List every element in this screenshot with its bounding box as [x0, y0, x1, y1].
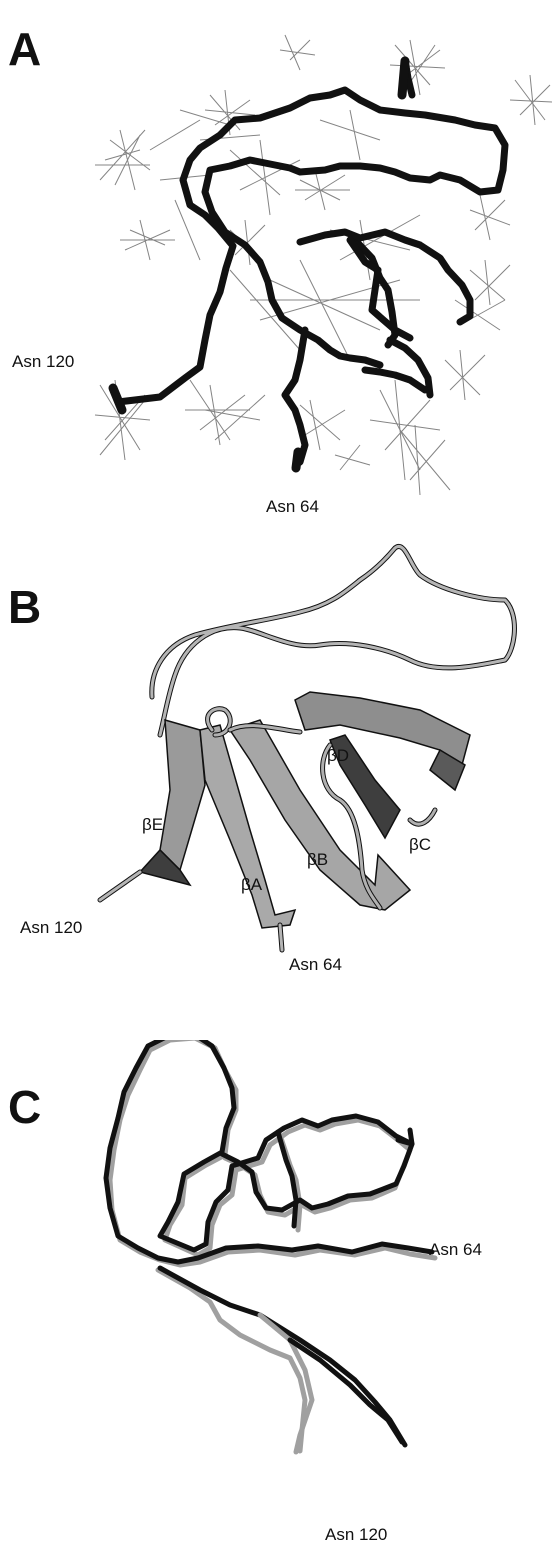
panel-c-label-asn64: Asn 64	[429, 1240, 482, 1260]
sidechain-cluster-right	[455, 195, 510, 330]
nmr-ensemble-structure	[0, 0, 559, 520]
panel-a-label-asn120: Asn 120	[12, 352, 74, 372]
panel-b-label-beta-b: βB	[307, 850, 328, 870]
panel-a: A	[0, 0, 559, 520]
panel-b-label-beta-e: βE	[142, 815, 163, 835]
panel-c: C Asn 64 Asn 120	[0, 1040, 559, 1551]
panel-b-label-beta-a: βA	[241, 875, 262, 895]
panel-b-label-beta-c: βC	[409, 835, 431, 855]
backbone-overlay	[0, 1040, 559, 1551]
panel-c-label-asn120: Asn 120	[325, 1525, 387, 1545]
panel-b-label-beta-d: βD	[327, 746, 349, 766]
beta-strand-e	[140, 720, 205, 885]
c-terminal-tails	[260, 1315, 402, 1452]
panel-b: B	[0, 520, 559, 1040]
trace-black	[106, 1040, 432, 1445]
panel-a-label-asn64: Asn 64	[266, 497, 319, 517]
sidechain-cluster-bottom-left	[95, 380, 265, 460]
ribbon-structure	[0, 520, 559, 1040]
sidechain-bundles	[95, 35, 552, 495]
panel-b-label-asn120: Asn 120	[20, 918, 82, 938]
backbone-trace	[118, 60, 505, 462]
sidechain-cluster-top-left	[95, 130, 175, 260]
panel-b-label-asn64: Asn 64	[289, 955, 342, 975]
